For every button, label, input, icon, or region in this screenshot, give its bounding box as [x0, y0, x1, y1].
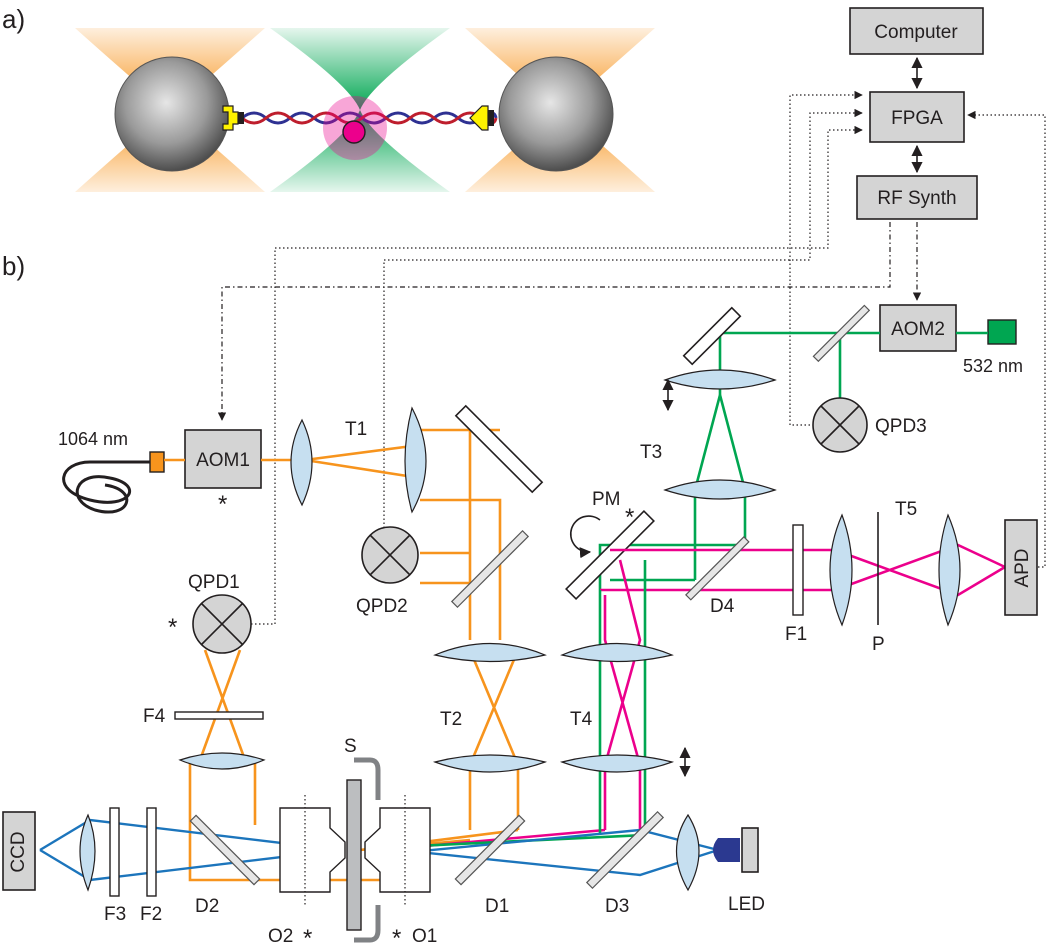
- f2-label: F2: [140, 904, 162, 925]
- t1-lens-right: [404, 406, 427, 514]
- sample-label: S: [344, 736, 357, 757]
- o1-star: *: [392, 925, 401, 952]
- t2-label: T2: [440, 709, 462, 730]
- o1-label: O1: [412, 926, 437, 947]
- o2-star: *: [303, 925, 312, 952]
- fpga-label: FPGA: [891, 108, 943, 129]
- f4-lens: [178, 752, 266, 770]
- computer-box: [849, 7, 984, 55]
- ir-laser: [149, 451, 165, 473]
- t4-lens-top: [560, 642, 674, 663]
- pinhole-label: P: [872, 634, 885, 655]
- ccd-label: CCD: [8, 831, 29, 872]
- apd-label: APD: [1012, 548, 1033, 587]
- d2-dichroic: [189, 814, 261, 886]
- objective-o2: [279, 807, 346, 893]
- f1-label: F1: [785, 624, 807, 645]
- green-laser-label: 532 nm: [963, 356, 1023, 376]
- aom2-label: AOM2: [891, 319, 945, 340]
- f2-filter: [146, 807, 157, 897]
- led-source: [713, 838, 740, 862]
- f3-label: F3: [104, 904, 126, 925]
- t4-label: T4: [570, 709, 593, 730]
- qpd3-signal: [789, 90, 863, 426]
- t1-label: T1: [345, 419, 367, 440]
- sample-chamber: [346, 779, 362, 931]
- ir-beamsplitter: [450, 529, 530, 609]
- led-label: LED: [728, 894, 765, 915]
- t2-lens-top: [433, 642, 547, 663]
- panel-label-b: b): [2, 251, 25, 281]
- objective-o1: [364, 807, 431, 893]
- d1-dichroic: [454, 814, 526, 886]
- digoxigenin-handle: [222, 105, 239, 131]
- rf-synth-label: RF Synth: [877, 188, 956, 209]
- left-trap-beam: [75, 28, 265, 192]
- qpd2-label: QPD2: [356, 596, 408, 617]
- fpga-box: [869, 91, 965, 143]
- led-mount: [741, 827, 759, 873]
- computer-label: Computer: [874, 22, 958, 43]
- ccd-lens: [79, 813, 96, 892]
- apd-box: [1004, 519, 1038, 616]
- ir-laser-label: 1064 nm: [58, 429, 128, 449]
- qpd3-label: QPD3: [875, 416, 927, 437]
- green-laser: [987, 319, 1017, 345]
- pm-star: *: [625, 504, 634, 531]
- t4-lens-bottom: [559, 754, 675, 773]
- t3-lens-bottom: [663, 479, 777, 500]
- panel-label-a: a): [2, 4, 25, 34]
- green-beamsplitter: [812, 304, 871, 363]
- d3-dichroic: [585, 810, 665, 890]
- rf-synth-box: [856, 175, 978, 220]
- protein: [342, 120, 366, 144]
- t5-lens-left: [829, 513, 853, 627]
- right-bead: [498, 56, 614, 172]
- f3-filter: [109, 807, 120, 897]
- fiber-coil: [62, 460, 155, 514]
- trap-illustration: [75, 28, 655, 192]
- left-bead: [114, 56, 230, 172]
- t3-lens-top: [663, 369, 777, 390]
- aom1-label: AOM1: [196, 450, 250, 471]
- t3-label: T3: [640, 442, 662, 463]
- d4-label: D4: [710, 596, 735, 617]
- biotin-handle: [469, 105, 489, 131]
- f1-filter: [792, 524, 804, 616]
- ir-mirror: [454, 404, 544, 494]
- d2-label: D2: [195, 896, 219, 917]
- t1-lens-left: [290, 418, 313, 507]
- pm-label: PM: [592, 489, 621, 510]
- aom2-box: [879, 304, 957, 352]
- aom1-star: *: [218, 491, 227, 518]
- ccd-box: [2, 811, 36, 891]
- apd-signal: [967, 110, 1046, 568]
- pm-rotate-arrow: [570, 515, 601, 559]
- led-lens: [675, 813, 700, 892]
- o2-label: O2: [268, 926, 293, 947]
- d1-label: D1: [485, 896, 509, 917]
- d3-label: D3: [605, 896, 629, 917]
- green-excitation-beam: [270, 28, 450, 192]
- t2-lens-bottom: [432, 754, 548, 773]
- t5-lens-right: [938, 513, 961, 627]
- f4-label: F4: [143, 706, 166, 727]
- qpd1-signal: [251, 125, 863, 625]
- pm-mirror: [565, 510, 655, 600]
- sample-tubing: [354, 757, 381, 943]
- qpd1-label: QPD1: [188, 572, 240, 593]
- d4-dichroic: [685, 536, 750, 601]
- t5-label: T5: [895, 499, 917, 520]
- green-mirror: [682, 306, 742, 366]
- f4-filter: [174, 711, 264, 720]
- qpd1-star: *: [168, 614, 177, 641]
